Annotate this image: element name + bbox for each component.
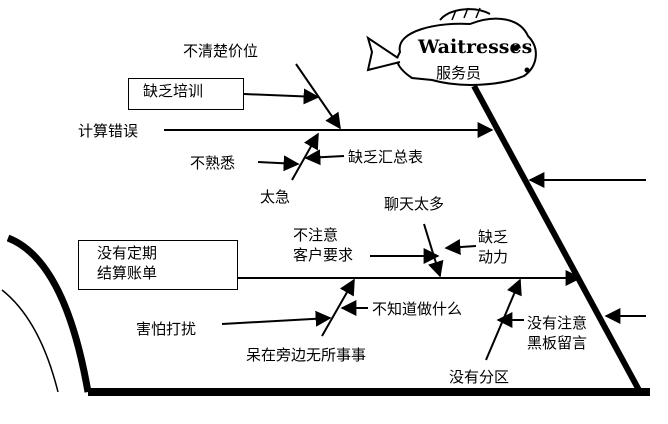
no-billing-line1: 没有定期 xyxy=(97,244,158,262)
label-dont-know: 不知道做什么 xyxy=(372,300,463,318)
fish-icon xyxy=(366,7,537,86)
fish-subtitle: 服务员 xyxy=(436,64,482,82)
left-arc-inner xyxy=(1,289,59,393)
label-unfamiliar: 不熟悉 xyxy=(190,154,236,172)
label-chat-too-much: 聊天太多 xyxy=(384,195,445,213)
left-arc-outer xyxy=(6,234,92,393)
box-no-regular-billing: 没有定期 结算账单 xyxy=(78,240,238,290)
main-spine xyxy=(471,84,643,394)
label-not-attentive-2: 客户要求 xyxy=(293,246,354,264)
label-afraid-disturb: 害怕打扰 xyxy=(136,320,197,338)
label-no-attention-1: 没有注意 xyxy=(527,314,588,332)
label-standing-idle: 呆在旁边无所事事 xyxy=(246,346,367,364)
box-lack-training: 缺乏培训 xyxy=(128,78,244,110)
label-no-zoning: 没有分区 xyxy=(449,368,510,386)
arrow-lack-training xyxy=(243,88,320,105)
label-no-attention-2: 黑板留言 xyxy=(527,334,588,352)
label-lack-motivation-1: 缺乏 xyxy=(478,228,509,246)
lack-training-label: 缺乏培训 xyxy=(143,82,204,100)
arrow-afraid xyxy=(221,310,332,327)
arrow-lack-motivation xyxy=(444,239,477,256)
arrow-unfamiliar xyxy=(257,155,300,172)
label-too-hurried: 太急 xyxy=(260,188,291,206)
label-lack-motivation-2: 动力 xyxy=(478,248,509,266)
label-not-attentive-1: 不注意 xyxy=(293,226,339,244)
label-unclear-price: 不清楚价位 xyxy=(183,42,259,60)
fish-title: Waitresses xyxy=(418,36,533,58)
label-calc-error: 计算错误 xyxy=(78,122,139,140)
arrow-lack-summary xyxy=(304,149,345,166)
branch-chat xyxy=(423,223,444,278)
no-billing-line2: 结算账单 xyxy=(97,264,158,282)
label-lack-summary: 缺乏汇总表 xyxy=(348,148,424,166)
